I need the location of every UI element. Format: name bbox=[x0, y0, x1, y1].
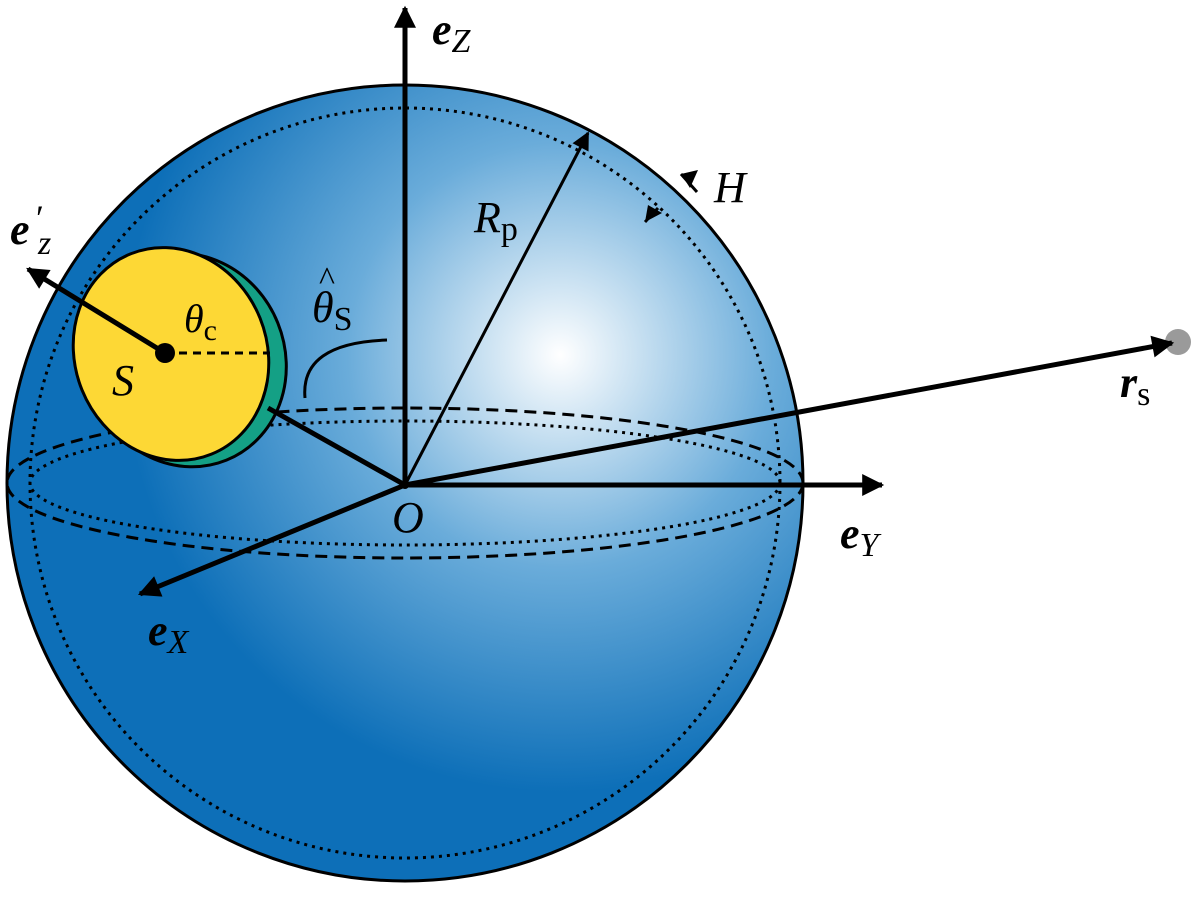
theta-s-arc bbox=[303, 338, 388, 399]
label-h: H bbox=[713, 163, 748, 212]
svg-text:′: ′ bbox=[36, 198, 44, 238]
label-s: S bbox=[112, 356, 134, 405]
origin-point bbox=[401, 481, 409, 489]
label-e-y: eY bbox=[840, 509, 882, 564]
radius-rp-arrow bbox=[403, 131, 590, 486]
label-e-z: eZ bbox=[432, 5, 472, 60]
svg-text:e: e bbox=[10, 205, 30, 254]
polar-cap bbox=[71, 246, 288, 469]
e-z-prime-arrow bbox=[26, 266, 167, 356]
svg-text:θS: θS bbox=[312, 283, 353, 338]
label-theta-c: θc bbox=[184, 296, 217, 347]
r-s-arrow bbox=[404, 335, 1175, 488]
svg-text:^: ^ bbox=[319, 261, 335, 298]
label-theta-s: ^ θS bbox=[312, 261, 353, 338]
label-r-s: rs bbox=[1120, 358, 1150, 413]
label-r-p: Rp bbox=[473, 193, 518, 248]
svg-text:z: z bbox=[37, 225, 51, 262]
h-thickness-marker bbox=[643, 170, 699, 224]
cap-to-origin-line bbox=[266, 405, 407, 488]
e-x-arrow bbox=[137, 482, 406, 597]
label-e-x: eX bbox=[148, 606, 190, 661]
label-e-z-prime: e ′ z bbox=[10, 198, 51, 262]
label-o: O bbox=[392, 493, 424, 542]
